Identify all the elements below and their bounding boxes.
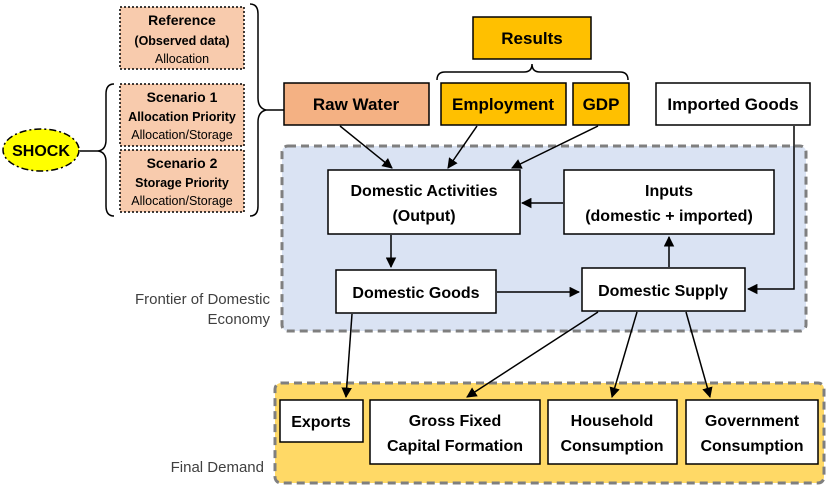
- arrow-imported-to-supply: [746, 126, 795, 295]
- shock-label: SHOCK: [12, 143, 70, 160]
- results-title: Results: [501, 29, 562, 48]
- arrow-supply-to-household: [609, 311, 638, 399]
- gfcf-box: Gross Fixed Capital Formation: [369, 399, 541, 465]
- scenario-mode: Allocation/Storage: [131, 194, 233, 208]
- arrow-supply-to-gfcf: [466, 311, 599, 398]
- gdp-label: GDP: [583, 95, 620, 114]
- government-box: Government Consumption: [685, 399, 819, 465]
- household-box: Household Consumption: [547, 399, 678, 465]
- results-brace: [436, 63, 629, 81]
- exports-label: Exports: [291, 414, 351, 431]
- employment-box: Employment: [440, 82, 567, 126]
- arrow-employment-to-activities: [447, 125, 478, 169]
- arrows: [339, 125, 795, 399]
- inputs-line2: (domestic + imported): [585, 208, 753, 225]
- domestic-activities-box: Domestic Activities (Output): [327, 169, 521, 235]
- exports-box: Exports: [279, 399, 364, 443]
- scenario-subtitle: Storage Priority: [135, 176, 229, 190]
- domestic-supply-label: Domestic Supply: [598, 283, 728, 300]
- raw-water-label: Raw Water: [313, 95, 400, 114]
- arrow-rawwater-to-activities: [339, 125, 393, 169]
- domestic-supply-box: Domestic Supply: [581, 267, 746, 312]
- arrow-goods-to-exports: [341, 313, 353, 399]
- imported-goods-label: Imported Goods: [667, 95, 798, 114]
- raw-water-box: Raw Water: [283, 82, 430, 126]
- scenario-title: Scenario 2: [147, 155, 218, 171]
- government-line1: Government: [705, 413, 800, 430]
- scenario-reference: Reference (Observed data) Allocation: [119, 6, 245, 70]
- inputs-line1: Inputs: [645, 183, 693, 200]
- household-line2: Consumption: [560, 438, 663, 455]
- scenario-mode: Allocation/Storage: [131, 128, 233, 142]
- scenario-brace-right: [249, 3, 267, 217]
- scenario-brace-left: [97, 83, 115, 217]
- frontier-label-line1: Frontier of Domestic: [135, 291, 271, 308]
- domestic-activities-line2: (Output): [392, 208, 455, 225]
- inputs-box: Inputs (domestic + imported): [563, 169, 775, 235]
- household-line1: Household: [571, 413, 654, 430]
- gfcf-line2: Capital Formation: [387, 438, 523, 455]
- arrow-supply-to-government: [685, 311, 713, 399]
- domestic-goods-box: Domestic Goods: [335, 269, 497, 314]
- frontier-label-line2: Economy: [207, 311, 270, 328]
- final-demand-label: Final Demand: [171, 459, 264, 476]
- imported-goods-box: Imported Goods: [655, 82, 811, 126]
- scenario-title: Scenario 1: [147, 89, 218, 105]
- gfcf-line1: Gross Fixed: [409, 413, 501, 430]
- scenario-subtitle: (Observed data): [134, 34, 229, 48]
- domestic-goods-label: Domestic Goods: [352, 285, 479, 302]
- scenario-mode: Allocation: [155, 52, 209, 66]
- scenario-subtitle: Allocation Priority: [128, 110, 236, 124]
- scenario-1: Scenario 1 Allocation Priority Allocatio…: [119, 83, 245, 147]
- employment-label: Employment: [452, 95, 554, 114]
- results-box: Results: [472, 16, 592, 60]
- domestic-activities-line1: Domestic Activities: [350, 183, 497, 200]
- shock-ellipse: SHOCK: [2, 128, 80, 172]
- scenario-2: Scenario 2 Storage Priority Allocation/S…: [119, 149, 245, 213]
- government-line2: Consumption: [700, 438, 803, 455]
- gdp-box: GDP: [572, 82, 630, 126]
- scenario-title: Reference: [148, 12, 216, 28]
- arrow-gdp-to-activities: [511, 125, 599, 169]
